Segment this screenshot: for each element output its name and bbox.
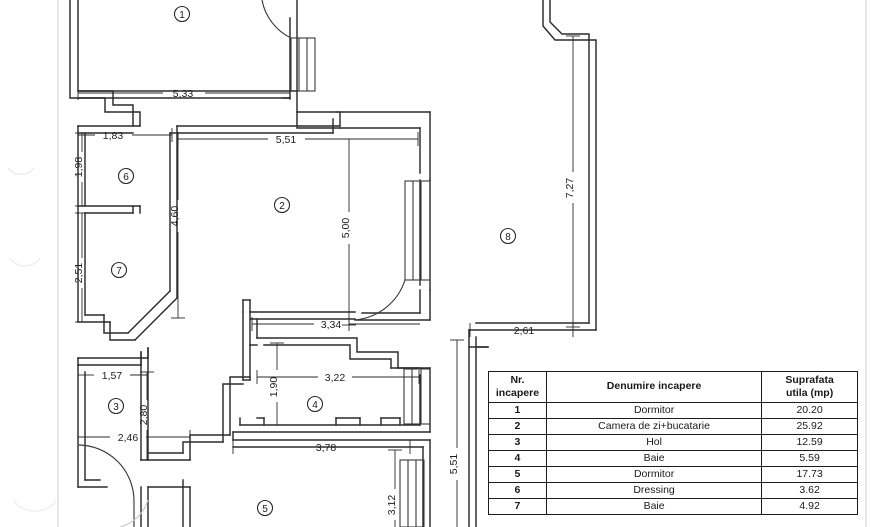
dim-label-3-78: 3,78 — [316, 442, 337, 454]
dim-label-3-22: 3,22 — [325, 372, 346, 384]
row-area: 5.59 — [761, 450, 858, 467]
dim-label-7-27: 7,27 — [564, 178, 576, 199]
room-marker-7-label: 7 — [116, 266, 122, 277]
dim-label-1-98: 1,98 — [73, 157, 85, 178]
table-row: 2 Camera de zi+bucatarie 25.92 — [488, 418, 858, 435]
door-room1 — [261, 0, 292, 39]
room-schedule-table: Nr. incapere Denumire incapere Suprafata… — [488, 371, 858, 515]
schedule-header-nr: Nr. incapere — [488, 371, 547, 403]
schedule-header-nr-line1: Nr. — [510, 373, 525, 386]
schedule-header-area-line1: Suprafata — [785, 373, 834, 386]
room-marker-8-label: 8 — [505, 232, 511, 243]
table-row: 3 Hol 12.59 — [488, 434, 858, 451]
window-room2-right — [404, 180, 431, 281]
dim-label-1-57: 1,57 — [102, 370, 123, 382]
table-row: 6 Dressing 3.62 — [488, 482, 858, 499]
window-top-centre — [290, 37, 316, 92]
room-marker-3-label: 3 — [113, 402, 119, 413]
row-name: Dormitor — [545, 402, 763, 419]
row-area: 4.92 — [761, 498, 858, 515]
table-row: 7 Baie 4.92 — [488, 498, 858, 515]
room-marker-3: 3 — [107, 397, 125, 415]
row-nr: 2 — [488, 418, 547, 435]
door-room3 — [77, 444, 135, 527]
dimension-labels: 5,33 1,83 5,51 1,98 2,51 4,60 5,00 7,27 … — [73, 88, 576, 515]
room-marker-2-label: 2 — [279, 201, 285, 212]
room-number-markers: 1 2 3 4 5 6 7 — [107, 5, 517, 517]
row-area: 12.59 — [761, 434, 858, 451]
room-marker-1-label: 1 — [179, 10, 185, 21]
row-area: 17.73 — [761, 466, 858, 483]
table-row: 1 Dormitor 20.20 — [488, 402, 858, 419]
dim-label-2-80: 2,80 — [138, 405, 150, 426]
row-nr: 1 — [488, 402, 547, 419]
schedule-header-area: Suprafata utila (mp) — [761, 371, 858, 403]
table-row: 4 Baie 5.59 — [488, 450, 858, 467]
door-symbols — [77, 0, 406, 527]
row-area: 20.20 — [761, 402, 858, 419]
schedule-header-area-line2: utila (mp) — [785, 387, 834, 399]
window-symbols — [290, 37, 431, 527]
window-room4-right — [403, 368, 431, 425]
row-nr: 6 — [488, 482, 547, 499]
dimension-lines — [75, 35, 580, 527]
row-nr: 5 — [488, 466, 547, 483]
schedule-header-nr-line2: incapere — [495, 387, 540, 399]
row-name: Dressing — [545, 482, 763, 499]
room-marker-6: 6 — [117, 167, 135, 185]
room-marker-8: 8 — [499, 227, 517, 245]
dim-label-5-33: 5,33 — [173, 88, 194, 100]
room-marker-2: 2 — [273, 196, 291, 214]
window-room5-right — [399, 459, 425, 527]
room-marker-7: 7 — [110, 261, 128, 279]
room-marker-5-label: 5 — [262, 504, 268, 515]
door-room2-right — [354, 279, 406, 321]
row-name: Camera de zi+bucatarie — [545, 418, 763, 435]
row-name: Hol — [545, 434, 763, 451]
room-marker-4-label: 4 — [312, 400, 318, 411]
dim-label-3-12: 3,12 — [386, 495, 398, 516]
dim-label-3-34: 3,34 — [321, 319, 342, 331]
room-marker-1: 1 — [173, 5, 191, 23]
row-area: 25.92 — [761, 418, 858, 435]
dim-label-5-00: 5,00 — [340, 218, 352, 239]
row-nr: 4 — [488, 450, 547, 467]
door-room5-corridor — [119, 499, 149, 527]
dim-label-2-46: 2,46 — [118, 432, 139, 444]
room-marker-4: 4 — [306, 395, 324, 413]
dim-label-1-83: 1,83 — [103, 130, 124, 142]
dim-label-2-61: 2,61 — [514, 325, 535, 337]
row-nr: 3 — [488, 434, 547, 451]
room-marker-5: 5 — [256, 499, 274, 517]
dim-label-4-60: 4,60 — [169, 206, 181, 227]
schedule-header-name: Denumire incapere — [545, 371, 763, 403]
table-row: 5 Dormitor 17.73 — [488, 466, 858, 483]
row-name: Dormitor — [545, 466, 763, 483]
dim-label-2-51: 2,51 — [73, 263, 85, 284]
schedule-header-row: Nr. incapere Denumire incapere Suprafata… — [488, 371, 858, 403]
dim-label-1-90: 1,90 — [268, 377, 280, 398]
dim-label-5-51-top: 5,51 — [276, 134, 297, 146]
dim-label-5-51-right: 5,51 — [448, 454, 460, 475]
row-name: Baie — [545, 498, 763, 515]
room-marker-6-label: 6 — [123, 172, 129, 183]
row-nr: 7 — [488, 498, 547, 515]
row-name: Baie — [545, 450, 763, 467]
row-area: 3.62 — [761, 482, 858, 499]
